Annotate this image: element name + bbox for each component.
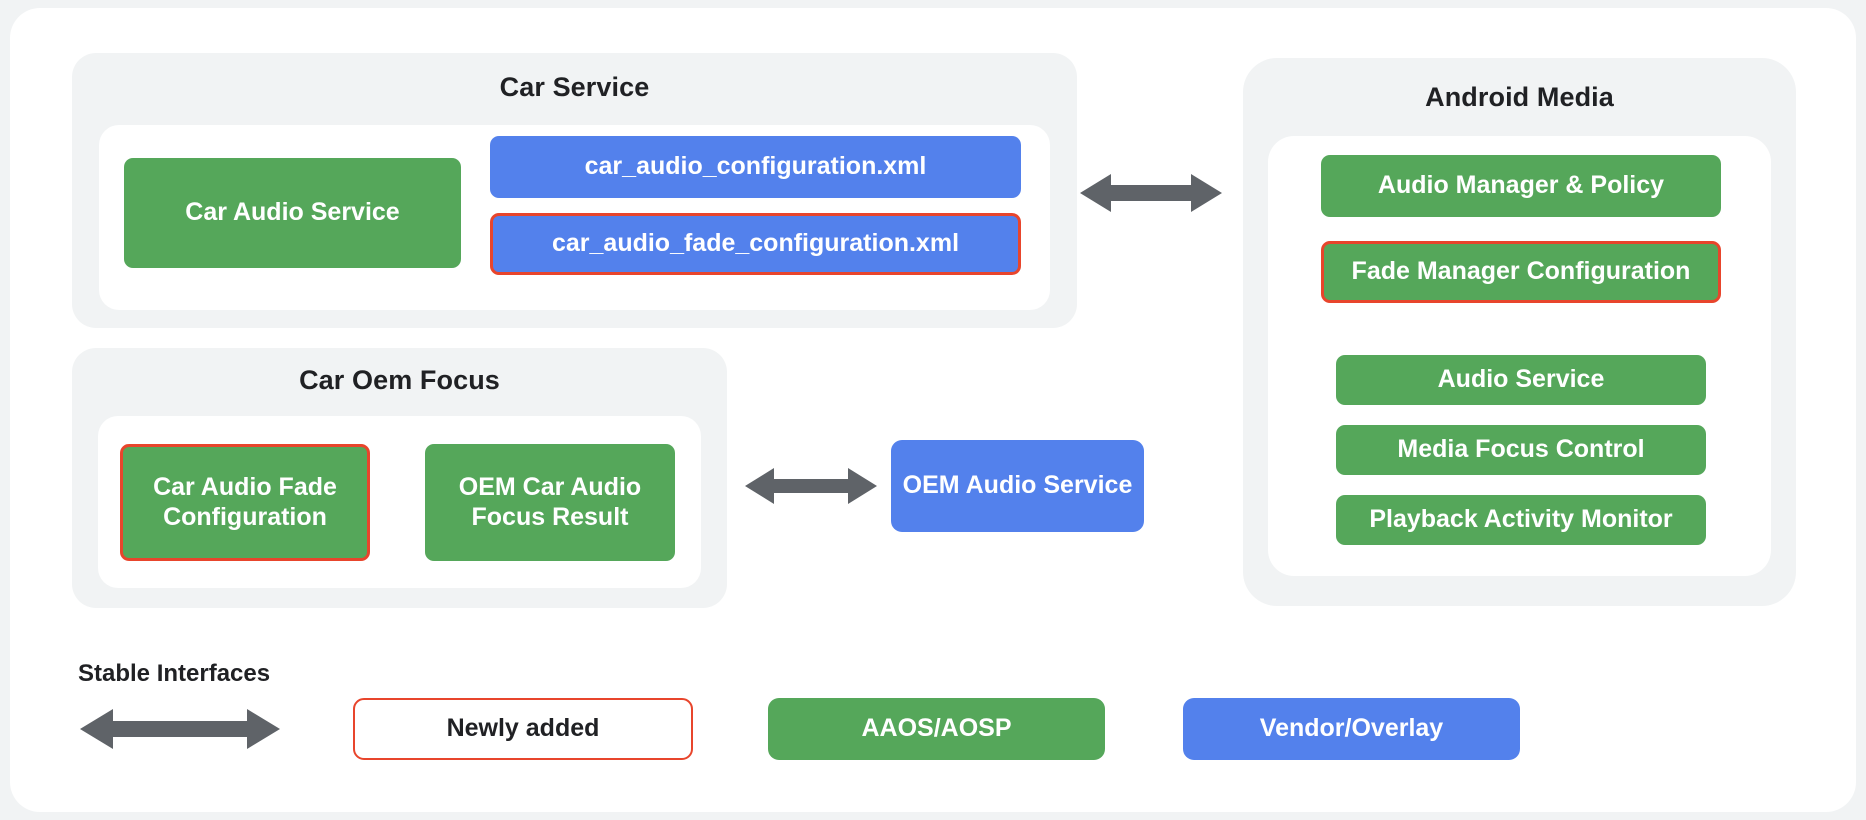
connector-car-oem-focus-to-oem-audio-service — [745, 464, 877, 508]
group-android-media: Android Media Audio Manager & Policy Fad… — [1243, 58, 1796, 606]
node-media-focus-control[interactable]: Media Focus Control — [1336, 425, 1706, 475]
node-car-audio-service[interactable]: Car Audio Service — [124, 158, 461, 268]
node-car-audio-configuration-xml[interactable]: car_audio_configuration.xml — [490, 136, 1021, 198]
legend-stable-interfaces-label: Stable Interfaces — [78, 660, 271, 687]
node-fade-manager-configuration[interactable]: Fade Manager Configuration — [1321, 241, 1721, 303]
group-car-oem-focus: Car Oem Focus Car Audio Fade Configurati… — [72, 348, 727, 608]
node-car-audio-fade-configuration[interactable]: Car Audio Fade Configuration — [120, 444, 370, 561]
node-audio-manager-policy[interactable]: Audio Manager & Policy — [1321, 155, 1721, 217]
legend-double-arrow-icon — [80, 706, 280, 752]
diagram-canvas: Car Service Car Audio Service car_audio_… — [10, 8, 1856, 812]
group-car-service: Car Service Car Audio Service car_audio_… — [72, 53, 1077, 328]
group-car-service-title: Car Service — [499, 72, 650, 102]
node-car-audio-fade-configuration-xml[interactable]: car_audio_fade_configuration.xml — [490, 213, 1021, 275]
node-oem-car-audio-focus-result[interactable]: OEM Car Audio Focus Result — [425, 444, 675, 561]
legend-item-newly-added[interactable]: Newly added — [353, 698, 693, 760]
group-car-oem-focus-title: Car Oem Focus — [299, 365, 500, 395]
node-audio-service[interactable]: Audio Service — [1336, 355, 1706, 405]
connector-car-service-to-android-media — [1080, 170, 1222, 216]
legend-item-vendor-overlay[interactable]: Vendor/Overlay — [1183, 698, 1520, 760]
group-android-media-title: Android Media — [1425, 82, 1614, 112]
legend-item-aaos-aosp[interactable]: AAOS/AOSP — [768, 698, 1105, 760]
node-playback-activity-monitor[interactable]: Playback Activity Monitor — [1336, 495, 1706, 545]
node-oem-audio-service[interactable]: OEM Audio Service — [891, 440, 1144, 532]
